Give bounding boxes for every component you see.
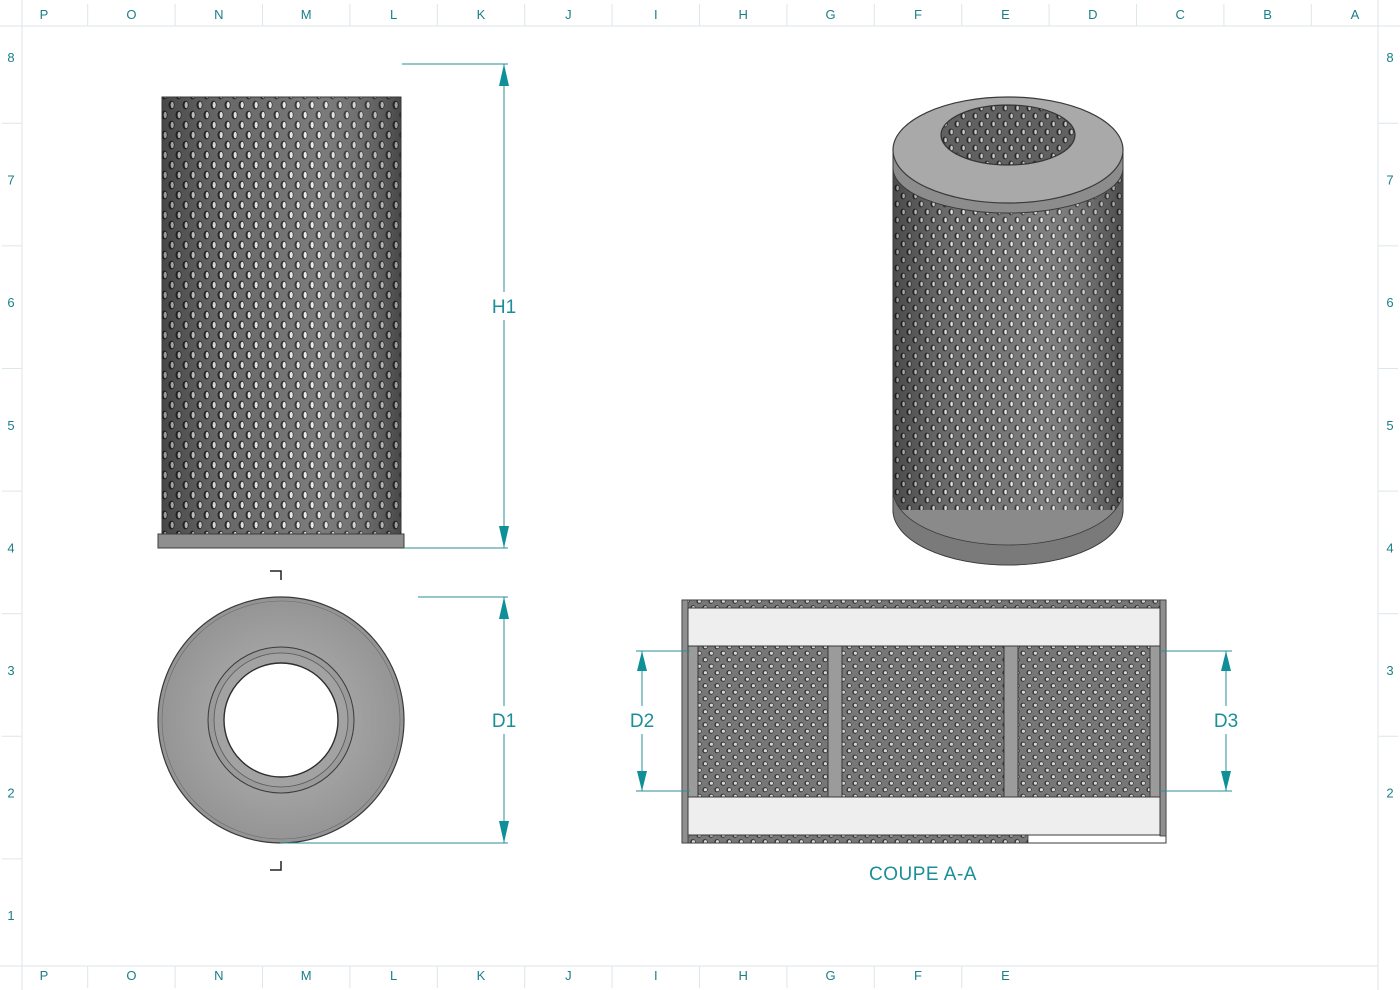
top-zone-label: A xyxy=(1351,7,1360,22)
top-zone-label: J xyxy=(565,7,572,22)
left-zone-labels: 8 7 6 5 4 3 2 1 xyxy=(2,50,22,923)
left-zone-label: 8 xyxy=(7,50,14,65)
top-zone-label: K xyxy=(477,7,486,22)
top-zone-label: C xyxy=(1176,7,1185,22)
bottom-zone-label: H xyxy=(739,968,748,983)
bottom-zone-label: P xyxy=(40,968,49,983)
bottom-zone-label: K xyxy=(477,968,486,983)
top-zone-label: G xyxy=(826,7,836,22)
bottom-zone-label: L xyxy=(390,968,397,983)
top-zone-label: H xyxy=(739,7,748,22)
bottom-zone-label: G xyxy=(826,968,836,983)
bottom-zone-label: E xyxy=(1001,968,1010,983)
d1-label: D1 xyxy=(492,711,516,732)
right-zone-label: 7 xyxy=(1386,173,1393,188)
left-zone-label: 6 xyxy=(7,295,14,310)
right-zone-label: 3 xyxy=(1386,663,1393,678)
right-zone-label: 2 xyxy=(1386,786,1393,801)
top-zone-label: E xyxy=(1001,7,1010,22)
top-view-bore xyxy=(223,662,339,778)
top-view xyxy=(157,596,405,844)
section-lower-band xyxy=(687,796,1161,836)
d3-dimension: D3 xyxy=(1160,650,1244,792)
section-caption: COUPE A-A xyxy=(869,864,977,885)
left-zone-label: 7 xyxy=(7,173,14,188)
bottom-zone-label: M xyxy=(301,968,312,983)
right-zone-label: 6 xyxy=(1386,295,1393,310)
top-zone-label: D xyxy=(1088,7,1097,22)
left-zone-label: 1 xyxy=(7,908,14,923)
bottom-zone-label: N xyxy=(214,968,223,983)
section-rib xyxy=(1003,645,1019,798)
left-zone-label: 3 xyxy=(7,663,14,678)
right-zone-labels: 8 7 6 5 4 3 2 xyxy=(1378,50,1398,801)
d1-dimension: D1 xyxy=(280,596,522,844)
top-zone-label: N xyxy=(214,7,223,22)
bottom-zone-label: J xyxy=(565,968,572,983)
h1-dimension: H1 xyxy=(402,63,522,549)
top-zone-label: L xyxy=(390,7,397,22)
d2-dimension: D2 xyxy=(624,650,690,792)
front-view-bottom-flange xyxy=(157,533,405,549)
left-zone-label: 5 xyxy=(7,418,14,433)
section-markers xyxy=(270,570,282,871)
top-zone-label: F xyxy=(914,7,922,22)
d3-label: D3 xyxy=(1214,711,1238,732)
right-zone-label: 5 xyxy=(1386,418,1393,433)
h1-label: H1 xyxy=(492,297,516,318)
top-zone-label: B xyxy=(1263,7,1272,22)
section-upper-band xyxy=(687,607,1161,647)
right-zone-label: 8 xyxy=(1386,50,1393,65)
section-inner-core xyxy=(687,645,1161,798)
bottom-zone-label: F xyxy=(914,968,922,983)
d2-label: D2 xyxy=(630,711,654,732)
right-zone-label: 4 xyxy=(1386,540,1393,555)
left-zone-label: 4 xyxy=(7,540,14,555)
isometric-bore xyxy=(940,104,1076,166)
bottom-zone-label: I xyxy=(654,968,658,983)
section-rib xyxy=(827,645,843,798)
isometric-view xyxy=(892,96,1124,566)
top-zone-label: I xyxy=(654,7,658,22)
section-view xyxy=(681,599,1167,844)
front-view xyxy=(157,96,405,549)
left-zone-label: 2 xyxy=(7,786,14,801)
top-zone-label: P xyxy=(40,7,49,22)
top-zone-label: O xyxy=(126,7,136,22)
top-zone-label: M xyxy=(301,7,312,22)
bottom-zone-label: O xyxy=(126,968,136,983)
